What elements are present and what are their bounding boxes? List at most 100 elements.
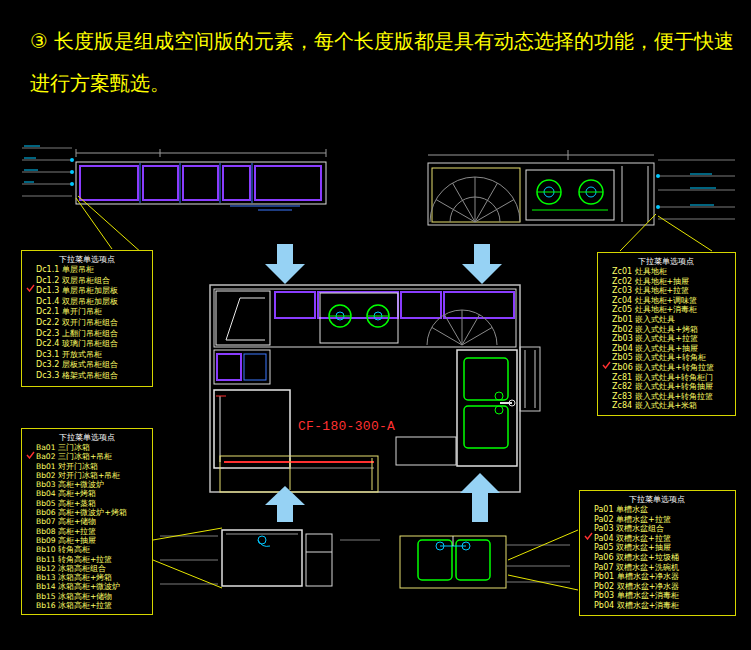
menu-option: Bb02 对开门冰箱+吊柜: [36, 471, 120, 480]
check-gutter: [602, 335, 612, 343]
menu-option: Bb14 冰箱高柜+微波炉: [36, 582, 120, 591]
check-gutter: [26, 583, 36, 591]
menu-option: Bb04 高柜+烤箱: [36, 489, 96, 498]
menu-row: Bb03 高柜+微波炉: [26, 480, 147, 489]
check-gutter: [26, 351, 36, 359]
check-gutter: [26, 527, 36, 535]
check-mark: [602, 361, 611, 369]
menu-row: Dc3.3 格架式吊柜组合: [26, 371, 147, 382]
check-mark: [26, 451, 35, 459]
check-gutter: [26, 453, 36, 461]
check-gutter: [26, 330, 36, 338]
menu-option: Bb05 高柜+蒸箱: [36, 499, 96, 508]
menu-row: Zc83 嵌入式灶具+转角拉篮: [602, 392, 730, 402]
menu-option: Ba02 三门冰箱+吊柜: [36, 452, 112, 461]
menu-row: Zb04 嵌入式灶具+抽屉: [602, 344, 730, 354]
check-gutter: [602, 364, 612, 372]
menu-option: Zb06 嵌入式灶具+转角拉篮: [612, 363, 714, 373]
check-gutter: [26, 518, 36, 526]
menu-option: Pa05 双槽水盆+抽屉: [594, 543, 671, 553]
check-gutter: [26, 592, 36, 600]
menu-option: Dc1.3 单层吊柜加层板: [36, 286, 118, 297]
kitchen-plan-box: CF-180-300-A: [208, 283, 522, 493]
menu-option: Dc2.2 双开门吊柜组合: [36, 318, 118, 329]
menu-row: Bb13 冰箱高柜+烤箱: [26, 573, 147, 582]
menu-option: Pb04 双槽水盆+消毒柜: [594, 601, 679, 611]
check-gutter: [584, 506, 594, 514]
wall-cabinet-elevation: [22, 146, 326, 210]
check-gutter: [26, 537, 36, 545]
menu-option: Bb03 高柜+微波炉: [36, 480, 104, 489]
check-gutter: [26, 574, 36, 582]
menu-option: Bb16 冰箱高柜+拉篮: [36, 601, 112, 610]
tall-unit-elevation: [160, 530, 380, 586]
check-gutter: [26, 298, 36, 306]
menu-row: Pa07 双槽水盆+洗碗机: [584, 563, 730, 573]
menu-option: Zc02 灶具地柜+抽屉: [612, 277, 689, 287]
check-gutter: [26, 546, 36, 554]
check-gutter: [602, 268, 612, 276]
menu-option: Zc84 嵌入式灶具+米箱: [612, 401, 697, 411]
menu-option: Zb01 嵌入式灶具: [612, 315, 675, 325]
menu-option: Bb15 冰箱高柜+储物: [36, 592, 112, 601]
check-gutter: [584, 583, 594, 591]
menu-row: Pa03 双槽水盆组合: [584, 524, 730, 534]
direction-arrow: [265, 244, 502, 522]
menu-row: Pa04 双槽水盆+拉篮: [584, 534, 730, 544]
menu-row: Bb12 冰箱高柜组合: [26, 564, 147, 573]
menu-row: Pb01 单槽水盆+净水器: [584, 572, 730, 582]
check-gutter: [584, 554, 594, 562]
menu-option: Bb10 转角高柜: [36, 545, 90, 554]
menu-option: Dc1.4 双层吊柜加层板: [36, 297, 118, 308]
menu-option: Zb02 嵌入式灶具+烤箱: [612, 325, 698, 335]
check-gutter: [584, 563, 594, 571]
check-gutter: [584, 544, 594, 552]
menu-option: Pb02 双槽水盆+净水器: [594, 582, 679, 592]
menu-option: Dc2.3 上翻门吊柜组合: [36, 329, 118, 340]
menu-row: Zc81 嵌入式灶具+转角柜门: [602, 373, 730, 383]
menu-row: Dc1.2 双层吊柜组合: [26, 276, 147, 287]
menu-row: Zc03 灶具地柜+拉篮: [602, 286, 730, 296]
check-gutter: [26, 319, 36, 327]
panel-heading: 下拉菜单选项点: [602, 256, 730, 267]
stove-elevation: [428, 150, 735, 225]
menu-row: Zb05 嵌入式灶具+转角柜: [602, 353, 730, 363]
check-gutter: [26, 555, 36, 563]
check-gutter: [602, 325, 612, 333]
menu-row: Zc01 灶具地柜: [602, 267, 730, 277]
check-gutter: [26, 277, 36, 285]
panel-heading: 下拉菜单选项点: [584, 494, 730, 505]
menu-row: Ba02 三门冰箱+吊柜: [26, 452, 147, 461]
page-title: ③ 长度版是组成空间版的元素，每个长度版都是具有动态选择的功能，便于快速进行方案…: [30, 20, 742, 104]
menu-row: Bb16 冰箱高柜+拉篮: [26, 601, 147, 610]
menu-option: Pa06 双槽水盆+垃圾桶: [594, 553, 679, 563]
menu-row: Zc02 灶具地柜+抽屉: [602, 277, 730, 287]
check-gutter: [602, 393, 612, 401]
check-gutter: [602, 287, 612, 295]
check-gutter: [26, 565, 36, 573]
menu-row: Dc1.1 单层吊柜: [26, 265, 147, 276]
check-mark: [26, 284, 35, 292]
menu-option: Pa07 双槽水盆+洗碗机: [594, 563, 679, 573]
menu-row: Dc2.3 上翻门吊柜组合: [26, 329, 147, 340]
menu-row: Pb04 双槽水盆+消毒柜: [584, 601, 730, 611]
check-gutter: [602, 306, 612, 314]
check-gutter: [584, 602, 594, 610]
menu-row: Bb09 高柜+抽屉: [26, 536, 147, 545]
menu-row: Bb07 高柜+储物: [26, 517, 147, 526]
check-gutter: [584, 525, 594, 533]
menu-row: Zb03 嵌入式灶具+拉篮: [602, 334, 730, 344]
menu-row: Dc1.4 双层吊柜加层板: [26, 297, 147, 308]
menu-option: Zb04 嵌入式灶具+抽屉: [612, 344, 698, 354]
menu-option: Dc3.1 开放式吊柜: [36, 350, 102, 361]
menu-option: Pa03 双槽水盆组合: [594, 524, 664, 534]
menu-row: Dc2.4 玻璃门吊柜组合: [26, 339, 147, 350]
check-gutter: [26, 372, 36, 380]
menu-row: Bb05 高柜+蒸箱: [26, 499, 147, 508]
menu-row: Bb14 冰箱高柜+微波炉: [26, 582, 147, 591]
menu-row: Dc2.1 单开门吊柜: [26, 307, 147, 318]
check-gutter: [584, 592, 594, 600]
menu-row: Zc82 嵌入式灶具+转角抽屉: [602, 382, 730, 392]
menu-option: Bb07 高柜+储物: [36, 517, 96, 526]
menu-row: Bb04 高柜+烤箱: [26, 489, 147, 498]
